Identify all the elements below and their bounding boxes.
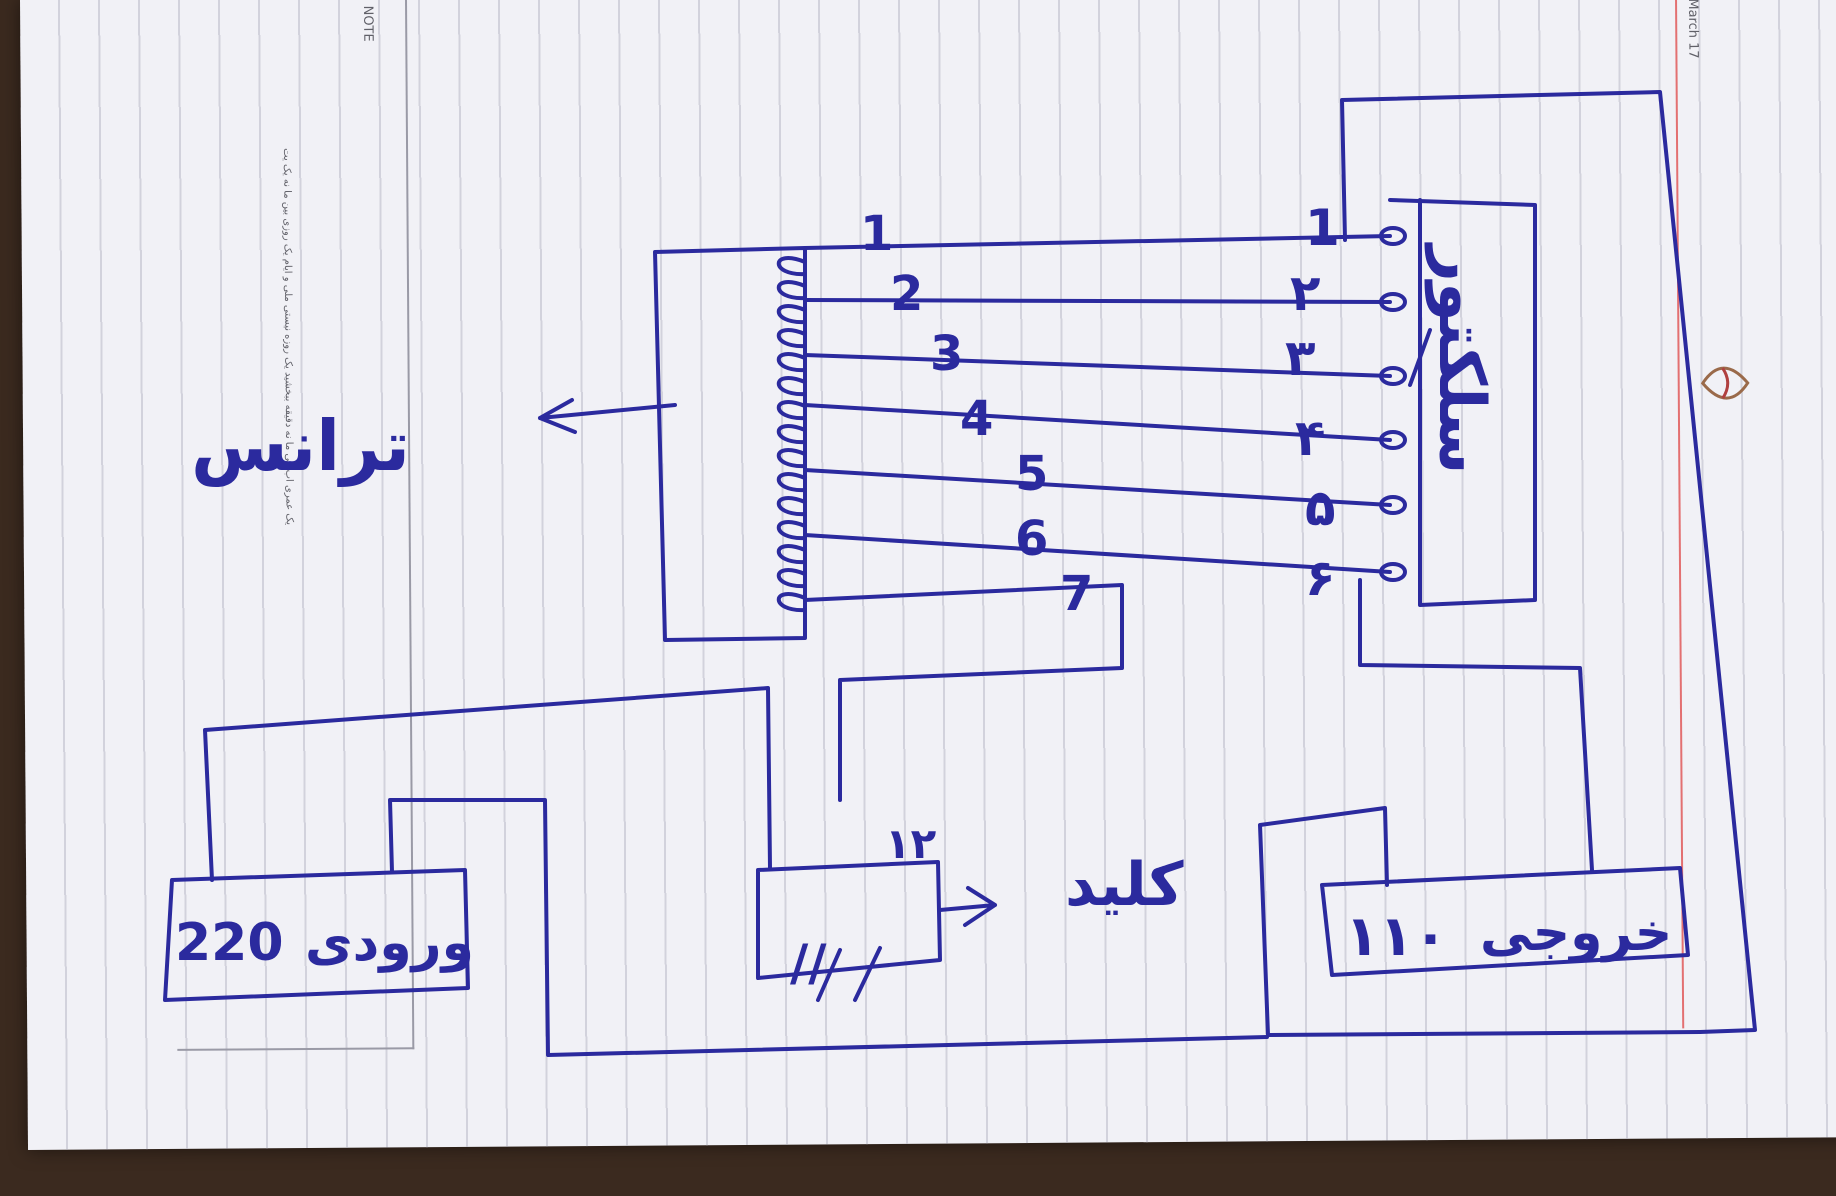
- switch-number: ۵: [1305, 479, 1336, 537]
- breaker-arrow: [938, 886, 997, 927]
- breaker-slashes: [816, 946, 882, 1002]
- coil-loop: [776, 352, 807, 373]
- transformer-arrow: [538, 398, 677, 434]
- tap-number: 5: [1015, 446, 1048, 502]
- switch-contact: [1379, 495, 1407, 515]
- transformer-coil: [776, 256, 807, 613]
- switch-contact: [1379, 562, 1407, 582]
- tap-wire: [803, 403, 1392, 442]
- tap-number: 4: [960, 391, 993, 447]
- output-label: خروجی: [1480, 903, 1672, 963]
- tap-wire: [803, 533, 1392, 574]
- coil-loop: [776, 400, 807, 421]
- tap-number: 1: [860, 206, 893, 262]
- tap-number: 2: [890, 266, 923, 322]
- coil-loop: [776, 376, 807, 397]
- circuit-diagram: ترانس سلکتور کلید ۱۲ // 220 ورودی ۱۱۰ خر…: [163, 90, 1757, 1057]
- switch-number: 1: [1305, 199, 1340, 257]
- tap-labels: 123 45 67: [860, 206, 1093, 622]
- tap-wire: [803, 468, 1392, 507]
- output-wire-bottom: [1258, 806, 1702, 1037]
- output-value: ۱۱۰: [1345, 904, 1448, 969]
- output-box: [1320, 866, 1690, 977]
- coil-loop: [776, 568, 807, 589]
- coil-loop: [776, 328, 807, 349]
- coil-loop: [776, 256, 807, 277]
- switch-contact: [1379, 226, 1407, 246]
- switch-to-output-wire: [1358, 578, 1594, 872]
- coil-loop: [776, 544, 807, 565]
- logo-ornament: [1700, 366, 1750, 400]
- selector-switch-label: سلکتور: [1424, 242, 1498, 474]
- date-strip: March 17: [1680, 0, 1836, 1028]
- common-wire-top: [1340, 90, 1757, 1034]
- input-value: 220: [175, 913, 284, 973]
- tap-wire: [803, 298, 1392, 304]
- input-box: [163, 868, 470, 1002]
- coil-loop: [776, 520, 807, 541]
- coil-loop: [776, 496, 807, 517]
- transformer-frame: [653, 246, 807, 642]
- coil-loop: [776, 448, 807, 469]
- tap7-wire: [803, 583, 1124, 802]
- input-label: ورودی: [305, 913, 474, 973]
- breaker-rating: ۱۲: [885, 819, 937, 868]
- switch-number: ۳: [1285, 329, 1316, 387]
- selector-pointer: [1408, 328, 1432, 387]
- switch-contact: [1379, 366, 1407, 386]
- breaker-box: [756, 860, 942, 980]
- coil-loop: [776, 424, 807, 445]
- input-wire-left: [203, 686, 772, 882]
- tap-number: 6: [1015, 511, 1048, 567]
- switch-number: ۴: [1295, 409, 1326, 467]
- switch-number: ۶: [1305, 549, 1336, 607]
- tap-wire: [803, 353, 1392, 378]
- switch-contact-labels: 1 ۲ ۳ ۴ ۵ ۶: [1285, 199, 1340, 607]
- coil-loop: [776, 472, 807, 493]
- switch-number: ۲: [1290, 264, 1321, 322]
- breaker-marks: //: [790, 934, 827, 992]
- coil-loop: [776, 592, 807, 613]
- selector-switch-body: [1388, 198, 1537, 607]
- coil-loop: [776, 304, 807, 325]
- switch-contact: [1379, 430, 1407, 450]
- tap-wire: [803, 234, 1392, 250]
- coil-loop: [776, 280, 807, 301]
- tap-number: 7: [1060, 566, 1093, 622]
- notebook-page: NOTE یک عمری اب کی ما نه دقیقه ببخشید یک…: [20, 0, 1836, 1150]
- input-wire-bottom: [388, 798, 1269, 1057]
- tap-number: 3: [930, 326, 963, 382]
- switch-contact: [1379, 292, 1407, 312]
- tap-wires: [803, 226, 1407, 582]
- breaker-label: کلید: [1065, 850, 1184, 920]
- transformer-label: ترانس: [191, 405, 410, 487]
